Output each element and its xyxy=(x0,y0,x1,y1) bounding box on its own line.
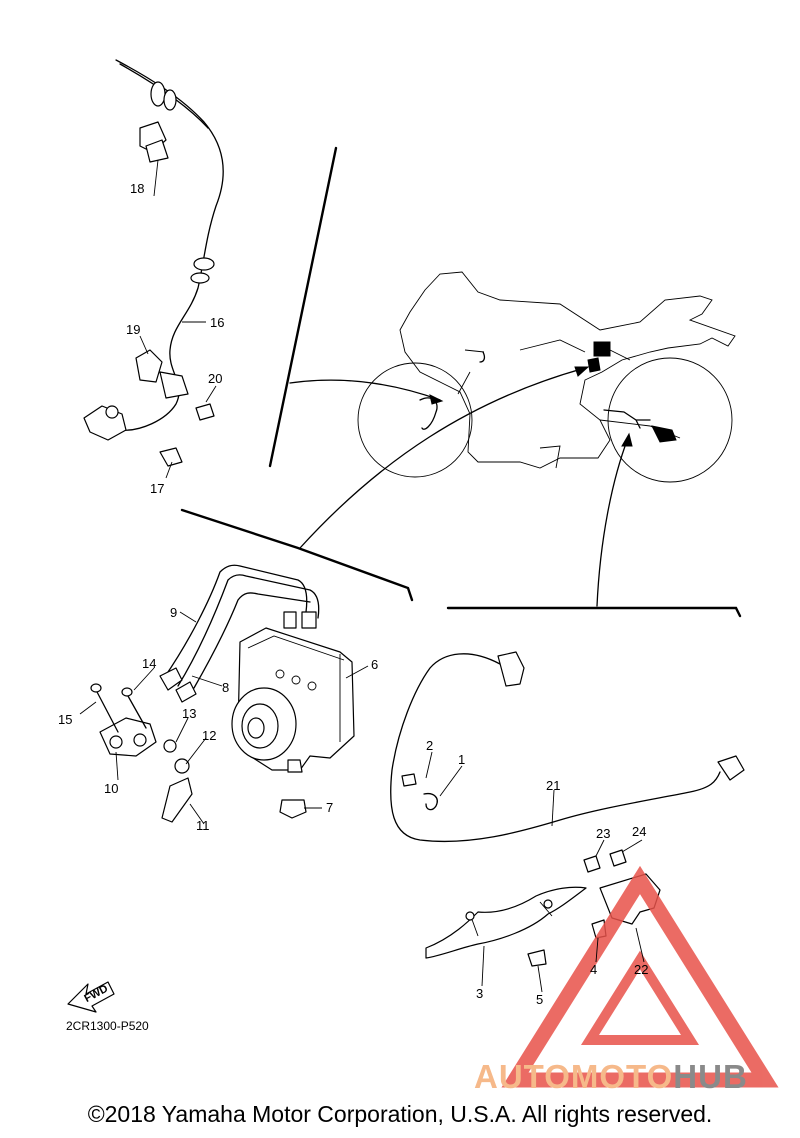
callout-18: 18 xyxy=(130,181,144,196)
callout-21: 21 xyxy=(546,778,560,793)
watermark-text-auto: AUTOMOTOHUB xyxy=(474,1058,748,1095)
callout-15: 15 xyxy=(58,712,72,727)
callout-1: 1 xyxy=(458,752,465,767)
callout-9: 9 xyxy=(170,605,177,620)
callout-7: 7 xyxy=(326,800,333,815)
callout-6: 6 xyxy=(371,657,378,672)
callout-3: 3 xyxy=(476,986,483,1001)
callout-5: 5 xyxy=(536,992,543,1007)
watermark-hub: HUB xyxy=(673,1058,748,1095)
callout-16: 16 xyxy=(210,315,224,330)
callout-20: 20 xyxy=(208,371,222,386)
callout-labels: 18 16 19 20 17 9 6 14 8 15 13 12 10 7 11… xyxy=(58,181,648,1007)
callout-8: 8 xyxy=(222,680,229,695)
callout-17: 17 xyxy=(150,481,164,496)
pointer-arrows xyxy=(180,146,742,618)
callout-2: 2 xyxy=(426,738,433,753)
callout-4: 4 xyxy=(590,962,597,977)
copyright-notice: ©2018 Yamaha Motor Corporation, U.S.A. A… xyxy=(87,1101,713,1127)
fwd-arrow-icon: FWD xyxy=(67,981,115,1013)
callout-22: 22 xyxy=(634,962,648,977)
watermark-auto-moto: AUTOMOTO xyxy=(474,1058,673,1095)
callout-13: 13 xyxy=(182,706,196,721)
callout-12: 12 xyxy=(202,728,216,743)
callout-23: 23 xyxy=(596,826,610,841)
callout-19: 19 xyxy=(126,322,140,337)
callout-14: 14 xyxy=(142,656,156,671)
rear-sensor-assembly xyxy=(390,651,745,967)
front-wheel-sensor-assembly xyxy=(83,59,224,467)
motorcycle-outline xyxy=(357,271,736,483)
callout-leaders xyxy=(79,159,645,993)
callout-10: 10 xyxy=(104,781,118,796)
watermark xyxy=(501,865,779,1088)
callout-11: 11 xyxy=(196,818,210,833)
callout-24: 24 xyxy=(632,824,646,839)
diagram-code: 2CR1300-P520 xyxy=(66,1019,149,1033)
abs-unit-assembly xyxy=(90,564,355,823)
